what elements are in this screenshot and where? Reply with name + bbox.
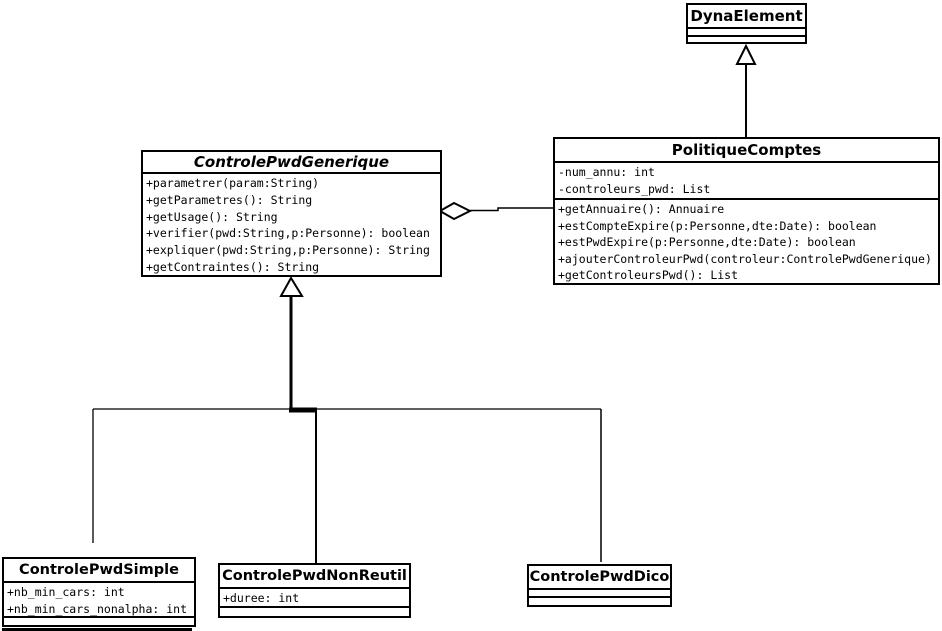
class-title: ControlePwdSimple (19, 562, 179, 578)
method: +ajouterControleurPwd(controleur:Control… (558, 251, 932, 266)
attribute: -controleurs_pwd: List (558, 182, 711, 196)
generalization-arrow-icon (735, 43, 757, 65)
attributes-compartment: +nb_min_cars: int +nb_min_cars_nonalpha:… (4, 581, 194, 616)
attribute: +nb_min_cars: int (7, 585, 125, 599)
class-controlepwdsimple: ControlePwdSimple +nb_min_cars: int +nb_… (2, 557, 196, 627)
class-politiquecomptes: PolitiqueComptes -num_annu: int -control… (553, 137, 940, 285)
methods-compartment: +parametrer(param:String) +getParametres… (143, 172, 440, 275)
class-title: ControlePwdGenerique (193, 153, 390, 171)
method: +getControleursPwd(): List (558, 268, 739, 282)
class-title: ControlePwdDico (529, 569, 670, 585)
class-title: PolitiqueComptes (671, 141, 822, 159)
generalization-arrow-icon (279, 276, 304, 297)
methods-compartment (4, 616, 194, 625)
method: +verifier(pwd:String,p:Personne): boolea… (146, 226, 430, 241)
class-title: DynaElement (690, 7, 803, 25)
class-controlepwdnonreutil: ControlePwdNonReutil +duree: int (218, 563, 411, 618)
clipped-border-bar (2, 628, 192, 631)
attributes-compartment (688, 27, 805, 35)
methods-compartment (220, 606, 409, 616)
class-dynaelement: DynaElement (686, 3, 807, 44)
attribute: +nb_min_cars_nonalpha: int (7, 601, 188, 616)
attribute: -num_annu: int (558, 165, 655, 179)
method: +parametrer(param:String) (146, 176, 320, 190)
method: +estCompteExpire(p:Personne,dte:Date): b… (558, 218, 877, 233)
aggregation-diamond-icon (437, 201, 473, 221)
attributes-compartment (529, 588, 670, 596)
class-controlepwdgenerique: ControlePwdGenerique +parametrer(param:S… (141, 150, 442, 277)
methods-compartment: +getAnnuaire(): Annuaire +estCompteExpir… (555, 198, 938, 283)
class-controlepwddico: ControlePwdDico (527, 564, 672, 607)
method: +getParametres(): String (146, 192, 313, 207)
class-title: ControlePwdNonReutil (222, 568, 407, 584)
attributes-compartment: -num_annu: int -controleurs_pwd: List (555, 161, 938, 198)
methods-compartment (688, 35, 805, 42)
aggregation-line (470, 207, 553, 212)
method: +expliquer(pwd:String,p:Personne): Strin… (146, 243, 430, 258)
attribute: +duree: int (223, 591, 300, 605)
methods-compartment (529, 596, 670, 605)
method: +estPwdExpire(p:Personne,dte:Date): bool… (558, 235, 856, 249)
method: +getAnnuaire(): Annuaire (558, 202, 725, 216)
method: +getUsage(): String (146, 209, 278, 224)
attributes-compartment: +duree: int (220, 587, 409, 606)
method: +getContraintes(): String (146, 259, 320, 274)
